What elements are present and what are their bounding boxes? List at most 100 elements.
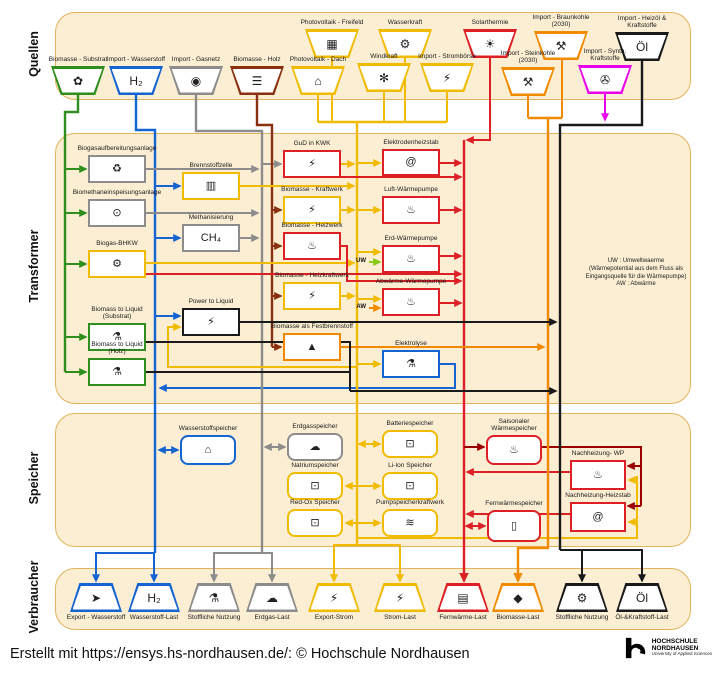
verbraucher-strom-last[interactable]: ⚡ [374,583,426,612]
verbraucher-wasserstoff-last[interactable]: H₂ [128,583,180,612]
battery-icon: ⊡ [310,516,320,529]
transformer-biomasse-heizkraftwerk[interactable]: ⚡ [283,282,341,310]
transformer-biogas-bhkw[interactable]: ⚙ [88,250,146,278]
speicher-red-ox-speicher[interactable]: ⊡ [287,509,343,537]
fuel-drop-icon: ⚗ [112,365,122,378]
transformer-power-to-liquid[interactable]: ⚡ [182,308,240,336]
transformer-elektrodenheizstab[interactable]: @ [382,149,440,176]
source-biomasse-substrat[interactable]: ✿ [51,66,105,95]
speicher-erdgasspeicher[interactable]: ☁ [287,433,343,461]
transformer-biogasaufbereitungsanlage-label: Biogasaufbereitungsanlage [77,145,157,153]
verbraucher-biomasse-last[interactable]: ◆ [492,583,544,612]
logo-subtitle: University of Applied Sciences [651,651,712,657]
verbraucher-export-strom[interactable]: ⚡ [308,583,360,612]
trapezoid-fill [580,67,630,92]
trapezoid-fill [617,34,667,59]
trapezoid-fill [232,68,282,93]
oil-barrel-icon: Öl [636,39,648,54]
speicher-batteriespeicher-label: Batteriespeicher [386,420,434,428]
strom-to-export-flow [330,544,357,583]
source-solarthermie[interactable]: ☀ [463,29,517,58]
trapezoid-fill [130,585,178,610]
pumped-storage-icon: ≋ [405,516,415,529]
speicher-wasserstoffspeicher[interactable]: ⌂ [180,435,236,465]
source-import-gasnetz[interactable]: ◉ [169,66,223,95]
transformer-gud-in-kwk[interactable]: ⚡ [283,150,341,178]
speicher-saisonaler-waermespeicher[interactable]: ♨ [486,435,542,465]
h2-to-export-flow [92,552,155,583]
gas-tank-icon: ☁ [266,590,278,605]
transformer-biomethaneinspeisungsanlage[interactable]: ⊙ [88,199,146,227]
source-windkraft[interactable]: ✻ [357,63,411,92]
speicher-nachheizung-heizstab[interactable]: @ [570,502,626,532]
trapezoid-fill [439,585,487,610]
verbraucher-fernwaerme-last[interactable]: ▤ [437,583,489,612]
transformer-biogasaufbereitungsanlage[interactable]: ♻ [88,155,146,183]
source-photovoltaik-freifeld[interactable]: ▦ [305,29,359,58]
source-import-synth-kraftstoffe[interactable]: ✇ [578,65,632,94]
verbraucher-wasserstoff-last-label: Wasserstoff-Last [129,614,179,621]
speicher-natriumspeicher[interactable]: ⊡ [287,472,343,500]
verbraucher-export-wasserstoff[interactable]: ➤ [70,583,122,612]
verbraucher-erdgas-last[interactable]: ☁ [246,583,298,612]
gas-to-stoffliche-flow [210,552,262,583]
bolt-icon: ⚡ [395,590,405,605]
truck-icon: ➤ [90,590,102,605]
source-wasserkraft[interactable]: ⚙ [378,29,432,58]
heating-coil-icon: @ [592,510,604,523]
verbraucher-band-label: Verbraucher [27,560,41,634]
source-import-stromboerse[interactable]: ⚡ [420,63,474,92]
oel-to-stoffliche-flow [560,549,586,583]
verbraucher-stoffliche-nutzung-oel-label: Stoffliche Nutzung [555,614,609,621]
trapezoid-fill [558,585,606,610]
speicher-fernwaermespeicher[interactable]: ▯ [487,510,541,542]
chp-engine-icon: ⚙ [112,257,122,270]
trapezoid-fill [310,585,358,610]
transformer-abwaerme-waermepumpe[interactable]: ♨ [382,288,440,316]
source-import-heizoel[interactable]: Öl [615,32,669,61]
transformer-biomasse-heizwerk[interactable]: ♨ [283,232,341,260]
transformer-elektrolyse[interactable]: ⚗ [382,350,440,378]
transformer-luft-waermepumpe-label: Luft-Wärmepumpe [384,186,438,194]
transformer-brennstoffzelle[interactable]: ▥ [182,172,240,200]
wind-turbine-icon: ✻ [378,70,390,85]
transformer-biomass-to-liquid-holz[interactable]: ⚗ [88,358,146,386]
source-import-braunkohle[interactable]: ⚒ [534,31,588,60]
speicher-nachheizung-wp[interactable]: ♨ [570,460,626,490]
heizoel-trunk-flow [558,61,644,550]
heat-pump-icon: ♨ [406,295,416,308]
transformer-erd-waermepumpe[interactable]: ♨ [382,245,440,273]
gears-icon: ⚙ [576,590,588,605]
power-plant-icon: ⚡ [308,157,316,170]
source-photovoltaik-dach[interactable]: ⌂ [291,66,345,95]
speicher-pumpspeicherkraftwerk[interactable]: ≋ [382,509,438,537]
speicher-li-ion-speicher[interactable]: ⊡ [382,472,438,500]
source-import-steinkohle[interactable]: ⚒ [501,67,555,96]
fuel-cell-icon: ▥ [205,179,217,192]
logo-line2: NORDHAUSEN [651,644,699,652]
oel-to-last-flow [560,549,646,583]
verbraucher-stoffliche-nutzung-oel[interactable]: ⚙ [556,583,608,612]
source-biomasse-holz[interactable]: ☰ [230,66,284,95]
heizwerk-waerme-out-flow [341,245,463,285]
speicher-batteriespeicher[interactable]: ⊡ [382,430,438,458]
trapezoid-fill [536,33,586,58]
verbraucher-oel-kraftstoff-last[interactable]: Öl [616,583,668,612]
source-import-wasserstoff[interactable]: H₂ [109,66,163,95]
trapezoid-fill [53,68,103,93]
trapezoid-fill [494,585,542,610]
hydrogen-icon: H₂ [129,73,143,88]
transformer-biomasse-kraftwerk[interactable]: ⚡ [283,196,341,224]
verbraucher-stoffliche-nutzung-gas[interactable]: ⚗ [188,583,240,612]
uw-flow-label: UW [356,258,366,264]
transformer-methanisierung[interactable]: CH₄ [182,224,240,252]
transformer-luft-waermepumpe[interactable]: ♨ [382,196,440,224]
transformer-biomasse-heizwerk-label: Biomasse - Heizwerk [281,222,343,230]
battery-icon: ⊡ [405,437,415,450]
transformer-biomasse-als-festbrennstoff[interactable]: ▲ [283,333,341,361]
transformer-biomass-to-liquid-substrat[interactable]: ⚗ [88,323,146,351]
quellen-band-label: Quellen [27,31,41,77]
source-wasserkraft-label: Wasserkraft [387,19,423,27]
trapezoid-fill [422,65,472,90]
